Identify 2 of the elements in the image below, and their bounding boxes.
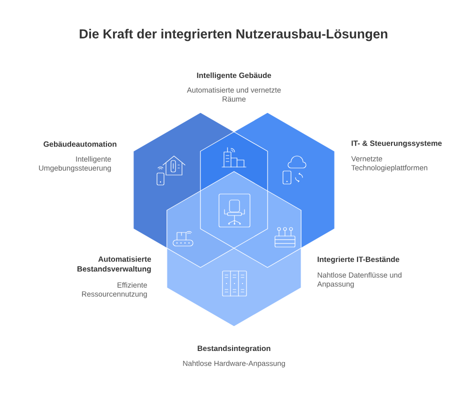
hexagon xyxy=(166,171,302,327)
title: Die Kraft der integrierten Nutzerausbau-Lösungen xyxy=(80,28,388,42)
